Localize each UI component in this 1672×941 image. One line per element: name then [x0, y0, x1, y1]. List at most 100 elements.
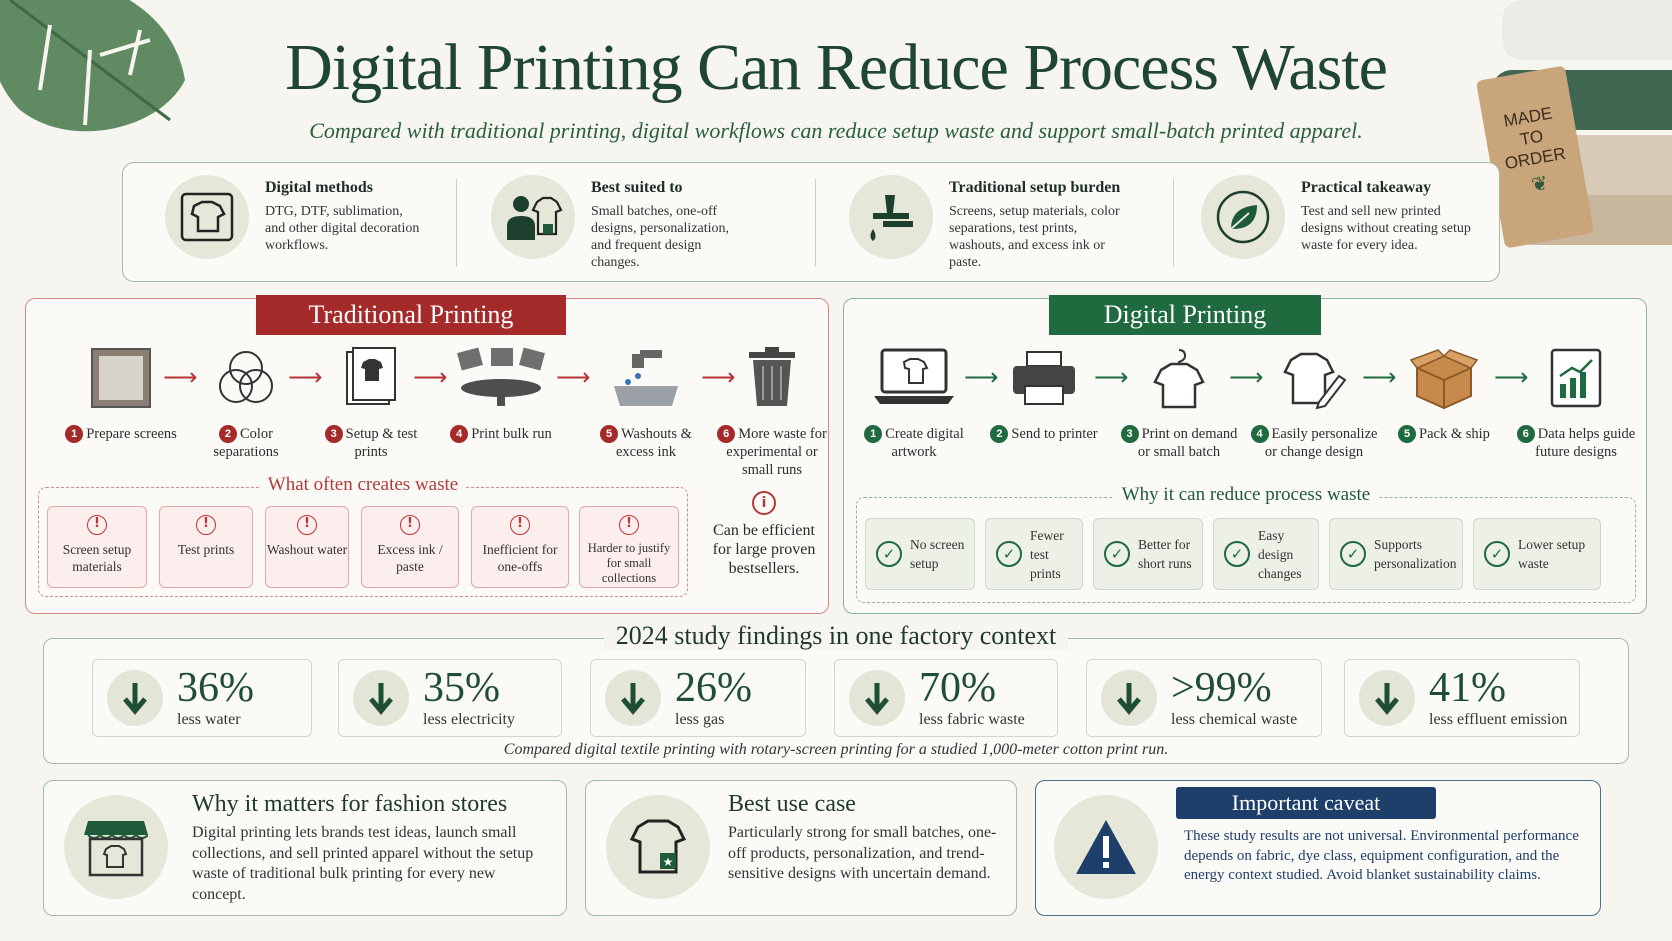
- divider: [456, 179, 457, 267]
- step-number: 1: [864, 425, 883, 443]
- check-icon: ✓: [1104, 541, 1130, 567]
- waste-item-label: Harder to justify for small collections: [587, 541, 671, 585]
- check-icon: ✓: [876, 541, 902, 567]
- step-number: 1: [65, 425, 84, 443]
- digital-printing-banner: Digital Printing: [1049, 295, 1321, 335]
- benefit-item: ✓ Better for short runs: [1093, 518, 1203, 590]
- step-number: 2: [990, 425, 1009, 443]
- hanger-shirt-icon: [1114, 339, 1244, 417]
- tshirt-frame-icon: [165, 175, 249, 259]
- screen-frame-icon: [61, 339, 181, 417]
- waste-item: !Excess ink / paste: [361, 506, 459, 588]
- step-number: 3: [324, 425, 343, 443]
- arrow-right-icon: ⟶: [1362, 363, 1397, 391]
- stat-card: 70%less fabric waste: [834, 659, 1058, 737]
- color-circles-icon: [186, 339, 306, 417]
- step-label: Setup & test prints: [345, 426, 418, 460]
- caveat-banner: Important caveat: [1176, 787, 1436, 819]
- divider: [1173, 179, 1174, 267]
- stat-caption: less effluent emission: [1429, 711, 1568, 728]
- info-body: DTG, DTF, sublimation, and other digital…: [265, 204, 420, 253]
- waste-item-label: Inefficient for one-offs: [482, 542, 558, 574]
- step-label: Color separations: [213, 426, 279, 460]
- squeegee-icon: [849, 175, 933, 259]
- stat-card: 41%less effluent emission: [1344, 659, 1580, 737]
- stat-caption: less electricity: [423, 711, 515, 728]
- check-icon: ✓: [996, 541, 1022, 567]
- best-use-case-box: ★ Best use case Particularly strong for …: [585, 780, 1017, 916]
- step-label: Pack & ship: [1419, 426, 1490, 442]
- stat-value: 70%: [919, 665, 996, 711]
- benefit-item: ✓Supports personalization: [1329, 518, 1463, 590]
- faucet-sink-icon: [581, 339, 711, 417]
- stat-value: >99%: [1171, 665, 1272, 711]
- waste-item: !Screen setup materials: [47, 506, 147, 588]
- trash-can-icon: [716, 339, 828, 417]
- waste-item-label: Screen setup materials: [62, 542, 132, 574]
- step-label: Prepare screens: [86, 426, 177, 442]
- arrow-down-icon: [849, 670, 905, 726]
- benefit-label: Lower setup waste: [1518, 537, 1586, 571]
- arrow-down-icon: [1101, 670, 1157, 726]
- benefit-item: ✓Lower setup waste: [1473, 518, 1601, 590]
- step-number: 4: [450, 425, 469, 443]
- step-label: Send to printer: [1011, 426, 1098, 442]
- waste-item: ! Harder to justify for small collections: [579, 506, 679, 588]
- benefit-label: Easy design changes: [1258, 527, 1302, 581]
- waste-item-label: Washout water: [266, 542, 348, 557]
- alert-icon: !: [510, 515, 530, 535]
- stat-caption: less chemical waste: [1171, 711, 1298, 728]
- step-number: 4: [1250, 425, 1269, 443]
- waste-item-label: Test prints: [177, 542, 235, 557]
- test-print-sheet-icon: [311, 339, 431, 417]
- info-title: Best suited to: [591, 179, 683, 196]
- stat-card: >99%less chemical waste: [1086, 659, 1322, 737]
- stat-value: 26%: [675, 665, 752, 711]
- stat-value: 35%: [423, 665, 500, 711]
- stat-value: 41%: [1429, 665, 1506, 711]
- check-icon: ✓: [1224, 541, 1250, 567]
- fashion-body: Digital printing lets brands test ideas,…: [192, 824, 534, 903]
- arrow-down-icon: [1359, 670, 1415, 726]
- leaf-icon: [1201, 175, 1285, 259]
- page-subtitle: Compared with traditional printing, digi…: [309, 118, 1363, 143]
- box-icon: [1384, 339, 1504, 417]
- benefit-label: Better for short runs: [1138, 537, 1192, 571]
- benefit-item: ✓No screen setup: [865, 518, 975, 590]
- alert-icon: !: [297, 515, 317, 535]
- step-label: Washouts & excess ink: [616, 426, 692, 460]
- check-icon: ✓: [1340, 541, 1366, 567]
- waste-sources-title: What often creates waste: [259, 474, 467, 495]
- arrow-right-icon: ⟶: [964, 363, 999, 391]
- arrow-right-icon: ⟶: [288, 363, 323, 391]
- arrow-down-icon: [107, 670, 163, 726]
- svg-text:★: ★: [663, 855, 674, 869]
- divider: [815, 179, 816, 267]
- arrow-right-icon: ⟶: [1229, 363, 1264, 391]
- arrow-right-icon: ⟶: [1094, 363, 1129, 391]
- info-body: Screens, setup materials, color separati…: [949, 204, 1120, 270]
- waste-item: !Test prints: [159, 506, 253, 588]
- storefront-icon: [64, 795, 168, 899]
- arrow-right-icon: ⟶: [413, 363, 448, 391]
- arrow-right-icon: ⟶: [701, 363, 736, 391]
- step-label: Create digital artwork: [885, 426, 964, 460]
- waste-sources-group: What often creates waste !Screen setup m…: [38, 474, 688, 597]
- traditional-printing-banner: Traditional Printing: [256, 295, 566, 335]
- stat-caption: less fabric waste: [919, 711, 1025, 728]
- arrow-down-icon: [353, 670, 409, 726]
- alert-icon: !: [619, 515, 639, 535]
- stat-card: 35%less electricity: [338, 659, 562, 737]
- monstera-leaf-decoration: [0, 0, 185, 132]
- stat-caption: less gas: [675, 711, 725, 728]
